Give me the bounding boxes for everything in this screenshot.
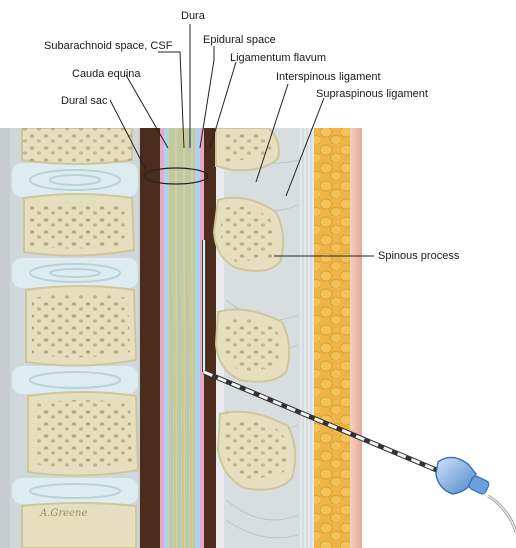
arachnoid-left <box>160 128 164 548</box>
spinous-process <box>218 412 295 490</box>
spinous-process <box>216 310 289 382</box>
intervertebral-disc <box>12 366 138 394</box>
label-dural-sac: Dural sac <box>61 95 107 108</box>
outside-body <box>362 128 516 548</box>
label-supraspinous-ligament: Supraspinous ligament <box>316 88 428 101</box>
supraspinous-ligament <box>300 128 314 548</box>
vertebral-body <box>26 286 136 366</box>
intervertebral-disc <box>12 478 138 504</box>
intervertebral-disc <box>12 163 138 197</box>
label-spinous-process: Spinous process <box>378 250 459 263</box>
label-epidural-space: Epidural space <box>203 34 276 47</box>
intervertebral-disc <box>12 258 138 288</box>
label-interspinous-ligament: Interspinous ligament <box>276 71 381 84</box>
label-subarachnoid-space: Subarachnoid space, CSF <box>44 40 172 53</box>
subcutaneous-fat <box>314 128 350 548</box>
artist-signature: A.Greene <box>40 508 87 519</box>
spinous-process <box>216 128 279 170</box>
skin <box>350 128 362 548</box>
vertebral-body <box>28 392 138 476</box>
vertebral-body <box>22 128 132 164</box>
vertebral-body <box>24 194 134 256</box>
vertebral-column <box>10 128 138 548</box>
label-ligamentum-flavum: Ligamentum flavum <box>230 52 326 65</box>
label-cauda-equina: Cauda equina <box>72 68 141 81</box>
label-dura: Dura <box>181 10 205 23</box>
dura-left <box>140 128 160 548</box>
spine-anatomy <box>0 128 516 548</box>
